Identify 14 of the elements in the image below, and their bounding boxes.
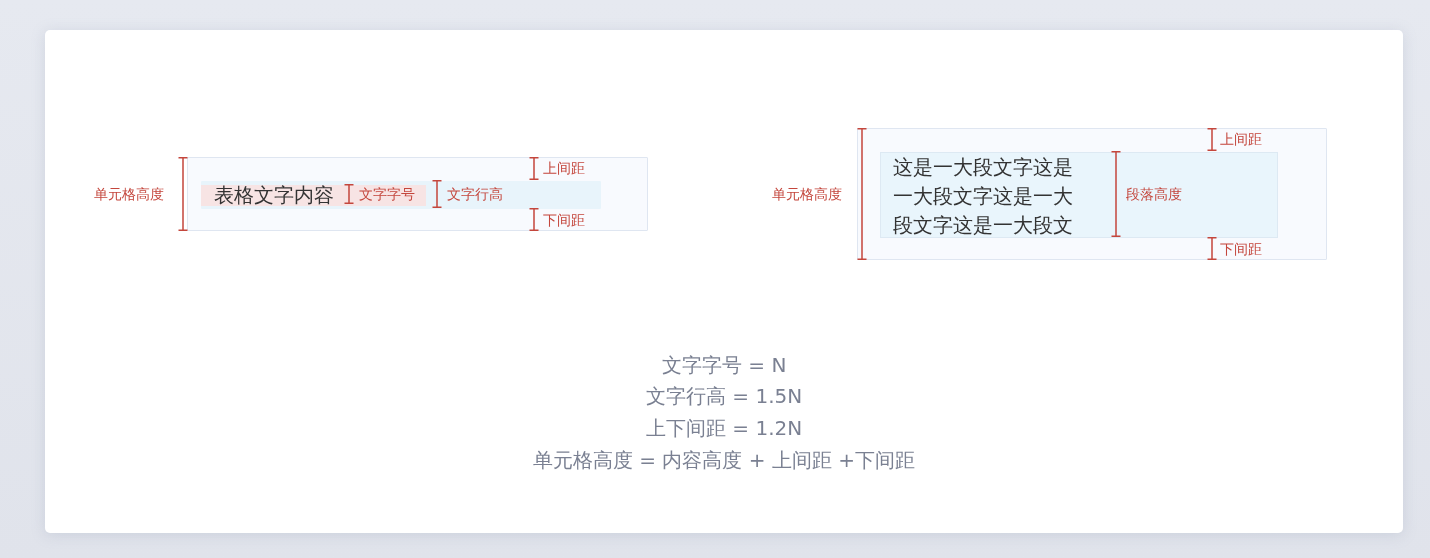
dimension-label: 文字行高 xyxy=(447,186,503,202)
dimension-label: 文字字号 xyxy=(359,186,415,202)
dimension-label: 下间距 xyxy=(543,212,585,228)
formula-text: 文字行高 = 1.5N xyxy=(646,384,803,408)
line-height-band xyxy=(201,181,601,209)
dimension-label: 上间距 xyxy=(543,160,585,176)
dimension-label: 单元格高度 xyxy=(94,186,164,202)
formula-text: 上下间距 = 1.2N xyxy=(646,416,803,440)
dimension-label: 单元格高度 xyxy=(772,186,842,202)
formula-text: 文字字号 = N xyxy=(662,353,787,377)
dimension-label: 段落高度 xyxy=(1126,186,1182,202)
cell-box xyxy=(187,157,648,231)
cell-box xyxy=(857,128,1327,260)
formula-text: 单元格高度 = 内容高度 + 上间距 +下间距 xyxy=(533,448,916,472)
